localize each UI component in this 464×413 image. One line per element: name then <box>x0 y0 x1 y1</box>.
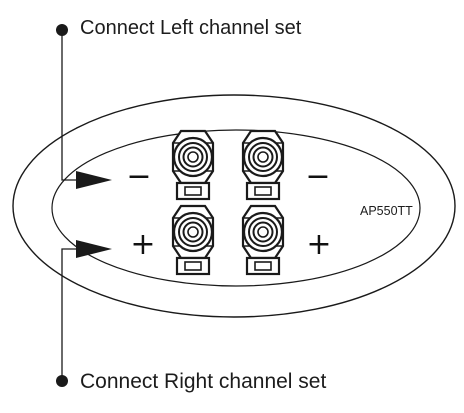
terminal-plate-inner <box>51 129 421 287</box>
right-arrow-head <box>76 240 112 258</box>
binding-post-top-right <box>241 129 285 201</box>
binding-post-bottom-left <box>171 204 215 276</box>
plus-sign-left: + <box>130 227 156 262</box>
binding-post-top-left <box>171 129 215 201</box>
minus-sign-right: − <box>305 159 331 194</box>
left-arrow-head <box>76 171 112 189</box>
binding-post-bottom-right <box>241 204 285 276</box>
left-channel-callout: Connect Left channel set <box>80 17 302 39</box>
minus-sign-left: − <box>126 159 152 194</box>
right-channel-callout: Connect Right channel set <box>80 370 327 393</box>
model-label: AP550TT <box>360 204 413 218</box>
plus-sign-right: + <box>306 227 332 262</box>
